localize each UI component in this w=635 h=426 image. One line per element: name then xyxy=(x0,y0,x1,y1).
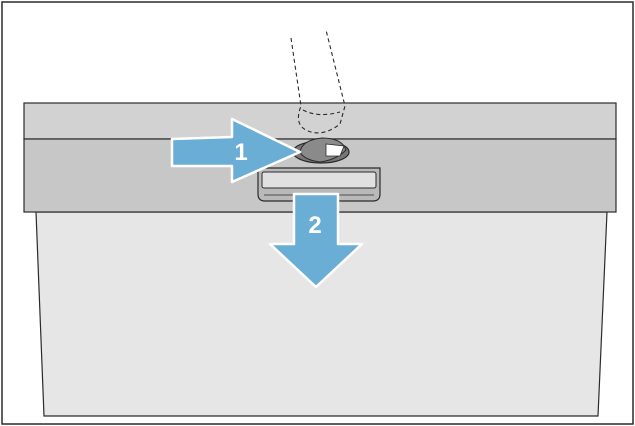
step-2-arrow: 2 xyxy=(268,192,364,289)
step-2-label: 2 xyxy=(308,212,321,239)
finger-outline xyxy=(290,29,346,134)
top-strip xyxy=(23,102,617,140)
step-1-label: 1 xyxy=(234,139,247,166)
step-1-arrow: 1 xyxy=(170,117,302,184)
latch-button xyxy=(292,137,350,164)
